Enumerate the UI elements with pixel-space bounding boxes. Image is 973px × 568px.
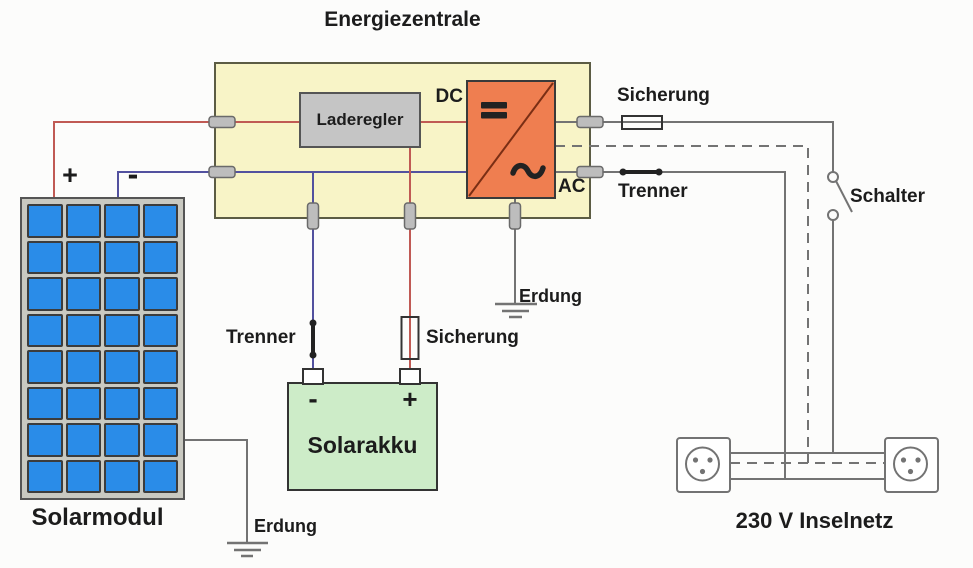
solar-module bbox=[20, 197, 185, 500]
terminal-ground bbox=[508, 202, 522, 230]
dc-label: DC bbox=[435, 86, 463, 107]
solar-cell-grid bbox=[27, 204, 178, 493]
battery-minus-sign: - bbox=[308, 383, 318, 414]
terminal-battery-plus bbox=[403, 202, 417, 230]
ac-disconnect-icon bbox=[619, 168, 663, 176]
ac-fuse-label: Sicherung bbox=[617, 85, 710, 106]
battery-disconnect-icon bbox=[309, 319, 317, 359]
solar-cell bbox=[142, 240, 178, 274]
battery-box bbox=[287, 368, 438, 491]
ac-label: AC bbox=[558, 176, 586, 197]
battery-label: Solarakku bbox=[307, 432, 418, 458]
module-plus-sign: + bbox=[62, 159, 78, 190]
solar-module-label: Solarmodul bbox=[31, 504, 164, 531]
outlet-right bbox=[884, 437, 939, 493]
battery-fuse-label: Sicherung bbox=[426, 327, 519, 348]
solar-cell bbox=[27, 386, 63, 420]
dc-equals-icon bbox=[481, 102, 507, 119]
ac-wave-icon bbox=[510, 162, 546, 179]
terminal-block bbox=[208, 115, 604, 230]
solar-cell bbox=[142, 204, 178, 238]
battery-terminal-plus bbox=[399, 368, 421, 385]
switch-label: Schalter bbox=[850, 186, 925, 207]
solar-cell bbox=[142, 386, 178, 420]
ac-bus-lines bbox=[730, 452, 885, 480]
solar-cell bbox=[104, 240, 140, 274]
solar-cell bbox=[142, 313, 178, 347]
inverter-ground-label: Erdung bbox=[519, 286, 582, 306]
battery-plus-sign: + bbox=[402, 383, 418, 414]
solar-cell bbox=[65, 240, 101, 274]
inverter-diagonal bbox=[468, 82, 554, 197]
solar-cell bbox=[142, 459, 178, 493]
solar-cell bbox=[27, 313, 63, 347]
solar-cell bbox=[65, 204, 101, 238]
solar-cell bbox=[27, 240, 63, 274]
solar-cell bbox=[27, 204, 63, 238]
solar-cell bbox=[27, 350, 63, 384]
ac-bus bbox=[730, 452, 885, 480]
solar-cell bbox=[65, 313, 101, 347]
outlet-left bbox=[676, 437, 731, 493]
solar-cell bbox=[104, 313, 140, 347]
solar-cell bbox=[142, 350, 178, 384]
solar-cell bbox=[27, 459, 63, 493]
wire-ac-line-fused bbox=[555, 121, 834, 172]
solar-cell bbox=[142, 277, 178, 311]
terminal-ac-neutral bbox=[576, 165, 604, 179]
terminal-pv-minus bbox=[208, 165, 236, 179]
solar-cell bbox=[65, 459, 101, 493]
battery-terminal-minus bbox=[302, 368, 324, 385]
module-ground-label: Erdung bbox=[254, 516, 317, 536]
wire-module-ground bbox=[175, 439, 248, 543]
ground-icon-module bbox=[227, 541, 268, 558]
solar-cell bbox=[65, 423, 101, 457]
ac-disconnect-label: Trenner bbox=[618, 181, 688, 202]
island-grid-label: 230 V Inselnetz bbox=[735, 508, 894, 533]
terminal-ac-line bbox=[576, 115, 604, 129]
inverter-box bbox=[466, 80, 556, 199]
module-minus-sign: - bbox=[127, 155, 139, 192]
solar-cell bbox=[104, 423, 140, 457]
switch-icon bbox=[827, 171, 853, 221]
solar-cell bbox=[27, 423, 63, 457]
battery-fuse-icon bbox=[400, 316, 420, 360]
diagram-title: Energiezentrale bbox=[324, 8, 481, 31]
terminal-battery-minus bbox=[306, 202, 320, 230]
solar-cell bbox=[104, 204, 140, 238]
solar-cell bbox=[104, 386, 140, 420]
solar-cell bbox=[104, 277, 140, 311]
solar-cell bbox=[65, 386, 101, 420]
solar-cell bbox=[104, 350, 140, 384]
wire-earth-dashed bbox=[555, 145, 809, 463]
ac-fuse-icon bbox=[621, 115, 663, 130]
solar-cell bbox=[142, 423, 178, 457]
wire-pv-negative bbox=[117, 171, 467, 197]
charge-controller-box bbox=[299, 92, 421, 148]
solar-cell bbox=[65, 350, 101, 384]
solar-cell bbox=[65, 277, 101, 311]
ground-icon-inverter bbox=[495, 302, 537, 319]
battery-body bbox=[287, 382, 438, 491]
terminal-pv-plus bbox=[208, 115, 236, 129]
solar-cell bbox=[27, 277, 63, 311]
battery-disconnect-label: Trenner bbox=[226, 327, 296, 348]
solar-cell bbox=[104, 459, 140, 493]
charge-controller-label: Laderegler bbox=[316, 110, 404, 129]
